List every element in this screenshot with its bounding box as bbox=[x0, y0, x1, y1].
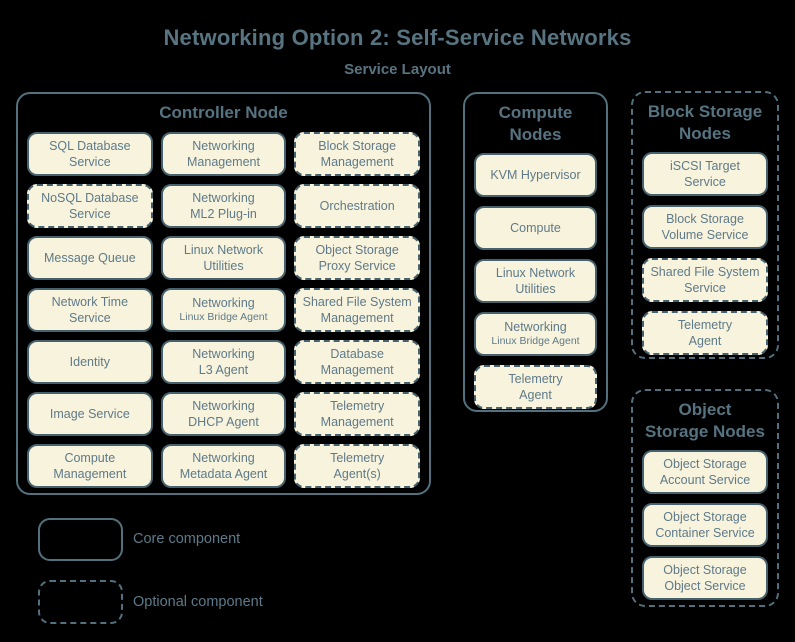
service-iscsi-target-service: iSCSI Target Service bbox=[642, 152, 768, 197]
service-label: Object Storage Object Service bbox=[663, 563, 747, 594]
diagram-subtitle: Service Layout bbox=[344, 61, 451, 78]
diagram-title: Networking Option 2: Self-Service Networ… bbox=[163, 25, 632, 50]
service-label: Telemetry Agent bbox=[508, 372, 563, 403]
service-label: iSCSI Target Service bbox=[670, 159, 740, 190]
service-networking-l3-agent: Networking L3 Agent bbox=[160, 340, 287, 385]
service-label: Object Storage Container Service bbox=[655, 510, 755, 541]
service-label: Telemetry Agent(s) bbox=[330, 451, 385, 482]
service-object-storage-container-service: Object Storage Container Service bbox=[642, 503, 768, 548]
service-telemetry-agent: Telemetry Agent bbox=[474, 365, 597, 410]
service-block-storage-volume-service: Block Storage Volume Service bbox=[642, 205, 768, 250]
service-block-storage-management: Block Storage Management bbox=[294, 132, 420, 177]
service-shared-file-system-service: Shared File System Service bbox=[642, 258, 768, 303]
service-label: Linux Network Utilities bbox=[183, 243, 264, 274]
service-message-queue: Message Queue bbox=[27, 236, 153, 281]
service-label: Shared File System Service bbox=[650, 265, 760, 296]
service-label: Telemetry Agent bbox=[677, 318, 733, 349]
service-label: Identity bbox=[69, 355, 110, 370]
service-label: Database Management bbox=[320, 347, 394, 378]
service-identity: Identity bbox=[27, 340, 153, 385]
group-title: Object Storage Nodes bbox=[645, 400, 765, 442]
service-sql-database-service: SQL Database Service bbox=[27, 132, 153, 177]
service-object-storage-proxy-service: Object Storage Proxy Service bbox=[294, 236, 420, 281]
service-label: Orchestration bbox=[319, 199, 395, 214]
service-image-service: Image Service bbox=[27, 392, 153, 437]
legend-optional-swatch bbox=[38, 580, 123, 624]
service-linux-network-utilities: Linux Network Utilities bbox=[474, 259, 597, 304]
service-telemetry-management: Telemetry Management bbox=[294, 392, 420, 437]
service-label: Compute Management bbox=[53, 451, 127, 482]
service-networking-management: Networking Management bbox=[160, 132, 287, 177]
legend-optional-label: Optional component bbox=[133, 594, 263, 610]
service-orchestration: Orchestration bbox=[294, 184, 420, 229]
service-label: KVM Hypervisor bbox=[490, 168, 581, 183]
group-object-storage: Object Storage Nodes Object Storage Acco… bbox=[631, 389, 779, 607]
service-compute-management: Compute Management bbox=[27, 444, 153, 489]
service-telemetry-agent: Telemetry Agent bbox=[642, 311, 768, 356]
service-label: Linux Network Utilities bbox=[495, 266, 576, 297]
group-title: Block Storage Nodes bbox=[647, 102, 763, 144]
service-network-time-service: Network Time Service bbox=[27, 288, 153, 333]
service-label: NoSQL Database Service bbox=[41, 191, 139, 222]
legend-core-label: Core component bbox=[133, 531, 241, 547]
service-object-storage-object-service: Object Storage Object Service bbox=[642, 556, 768, 601]
service-networking-ml2-plug-in: Networking ML2 Plug-in bbox=[160, 184, 287, 229]
service-label: Networking Metadata Agent bbox=[179, 451, 268, 482]
service-label: Networking bbox=[192, 296, 255, 311]
service-linux-network-utilities: Linux Network Utilities bbox=[160, 236, 287, 281]
service-telemetry-agent-s: Telemetry Agent(s) bbox=[294, 444, 420, 489]
service-nosql-database-service: NoSQL Database Service bbox=[27, 184, 153, 229]
service-label: Message Queue bbox=[43, 251, 136, 266]
service-label: Networking Management bbox=[187, 139, 260, 170]
group-title: Controller Node bbox=[159, 103, 288, 122]
service-label: Networking L3 Agent bbox=[192, 347, 255, 378]
service-label: Object Storage Proxy Service bbox=[315, 243, 399, 274]
service-object-storage-account-service: Object Storage Account Service bbox=[642, 450, 768, 495]
legend-core-swatch bbox=[38, 518, 123, 561]
group-block-storage: Block Storage Nodes iSCSI Target Service… bbox=[631, 91, 779, 359]
service-label: Object Storage Account Service bbox=[659, 457, 751, 488]
service-label: Block Storage Volume Service bbox=[661, 212, 749, 243]
service-database-management: Database Management bbox=[294, 340, 420, 385]
service-label: Network Time Service bbox=[51, 295, 129, 326]
service-networking-metadata-agent: Networking Metadata Agent bbox=[160, 444, 287, 489]
group-title: Compute Nodes bbox=[498, 103, 573, 145]
service-label: Shared File System Management bbox=[302, 295, 412, 326]
service-label: Networking bbox=[504, 320, 567, 335]
service-label: Telemetry Management bbox=[320, 399, 394, 430]
service-kvm-hypervisor: KVM Hypervisor bbox=[474, 153, 597, 198]
service-label: SQL Database Service bbox=[49, 139, 131, 170]
services: SQL Database Service Networking Managemen… bbox=[18, 124, 429, 496]
service-label: Networking ML2 Plug-in bbox=[190, 191, 257, 222]
service-label: Networking DHCP Agent bbox=[188, 399, 259, 430]
service-sublabel: Linux Bridge Agent bbox=[179, 311, 268, 324]
service-shared-file-system-management: Shared File System Management bbox=[294, 288, 420, 333]
service-sublabel: Linux Bridge Agent bbox=[491, 335, 580, 348]
service-label: Image Service bbox=[49, 407, 130, 422]
service-label: Block Storage Management bbox=[318, 139, 397, 170]
service-label: Compute bbox=[510, 221, 561, 236]
service-networking-dhcp-agent: Networking DHCP Agent bbox=[160, 392, 287, 437]
service-compute: Compute bbox=[474, 206, 597, 251]
